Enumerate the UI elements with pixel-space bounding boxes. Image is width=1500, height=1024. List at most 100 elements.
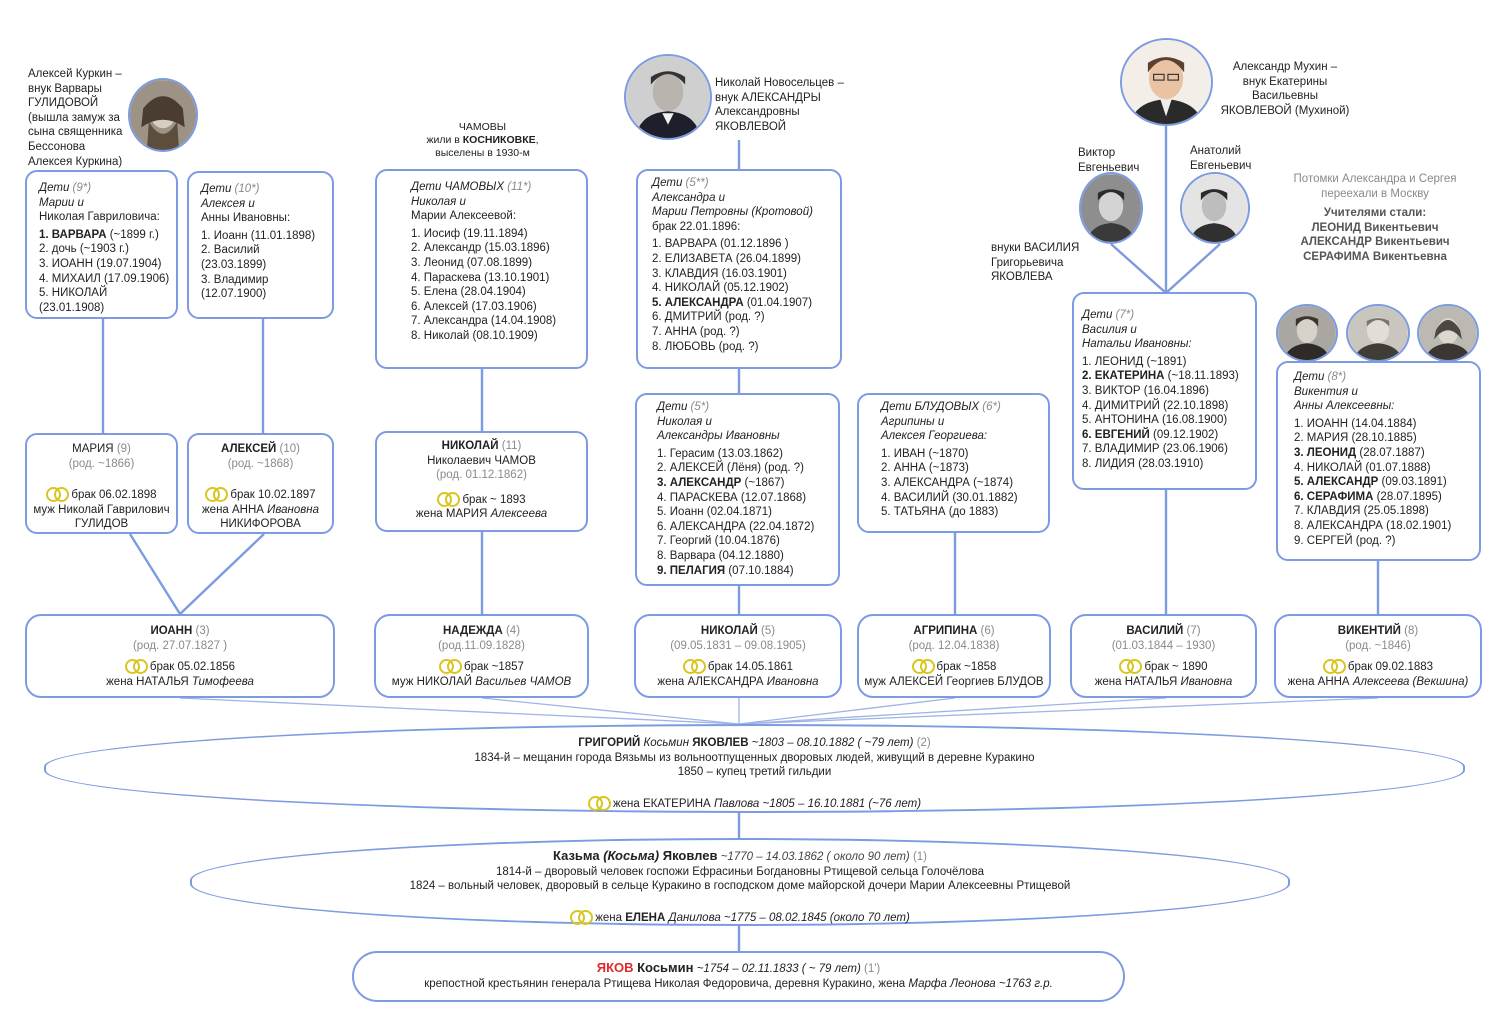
person-patronym: Николаевич ЧАМОВ [427,454,536,467]
caption-line: ЯКОВЛЕВА [991,271,1053,284]
person-name: ИОАНН [150,625,193,637]
spouse-part: жена НАТАЛЬЯ [106,675,192,688]
children-count: (7*) [1115,309,1135,321]
child-item: 1. ИОАНН (14.04.1884) [1294,417,1473,432]
children-parent-line: Анны Ивановны: [201,212,291,225]
child-details: (28.07.1887) [1356,446,1425,459]
person-born: (род. ~1846) [1345,639,1411,652]
person-dates: ~1754 – 02.11.1833 ( ~ 79 лет) [693,963,864,975]
child-details: 4. ДИМИТРИЙ (22.10.1898) [1082,399,1229,412]
child-item: 3. КЛАВДИЯ (16.03.1901) [652,267,834,282]
spouse-part: Васильев ЧАМОВ [475,675,572,688]
marriage-date: брак 06.02.1898 [71,489,157,502]
wedding-rings-icon [587,795,611,811]
spouse-line: жена АЛЕКСАНДРА Ивановна [636,675,840,690]
child-item: 7. КЛАВДИЯ (25.05.1898) [1294,504,1473,519]
caption-line: переехали в Москву [1321,187,1429,200]
person-born: (09.05.1831 – 09.08.1905) [670,639,806,652]
child-name: 5. АЛЕКСАНДРА [652,296,744,309]
child-item: 4. ДИМИТРИЙ (22.10.1898) [1082,399,1249,414]
bio-part: Марфа Леонова ~1763 г.р. [908,977,1053,990]
child-details: 1. ВАРВАРА (01.12.1896 ) [652,238,789,251]
caption-line: сына священника [28,126,123,139]
person-name-line: ВИКЕНТИЙ (8) [1276,624,1480,639]
caption-line: внук Екатерины [1242,75,1328,88]
child-item: 7. АННА (род. ?) [652,325,834,340]
caption-line: Александр Мухин – [1232,61,1338,73]
child-details: 2. АЛЕКСЕЙ (Лёня) (род. ?) [657,462,805,475]
child-name: 3. ЛЕОНИД [1294,446,1357,459]
caption-line: ЯКОВЛЕВОЙ [715,120,787,133]
kurkin-photo [128,78,198,152]
child-name: 6. СЕРАФИМА [1294,490,1374,503]
child-item: 7. Александра (14.04.1908) [411,314,580,329]
child-details: 4. ПАРАСКЕВА (12.07.1868) [657,491,807,504]
children-parent-line: Викентия и [1294,385,1358,398]
children-head: Дети [39,182,70,194]
child-details: 4. МИХАИЛ (17.09.1906) [39,272,170,285]
child-item: 1. Иоанн (11.01.1898) [201,229,326,244]
caption-line: Алексея Куркина) [28,155,123,168]
person-born: (род. ~1868) [227,457,294,470]
child-item: 2. Александр (15.03.1896) [411,241,580,256]
child-item: 5. ТАТЬЯНА (до 1883) [881,505,1042,520]
child-details: (~1867) [741,476,785,489]
caption-line: выселены в 1930-м [435,147,530,159]
person-title-line: ЯКОВ Косьмин ~1754 – 02.11.1833 ( ~ 79 л… [354,960,1123,977]
viktor-photo [1079,172,1143,244]
person-name-line: МАРИЯ (9) [27,442,176,457]
spouse-part: муж НИКОЛАЙ [391,675,476,688]
children-parent-line: Алексея Георгиева: [881,430,988,443]
marriage-date: брак ~ 1893 [462,493,526,506]
child-item: 5. АЛЕКСАНДРА (01.04.1907) [652,296,834,311]
caption-line: Потомки Александра и Сергея [1293,173,1457,185]
spouse-part: жена АННА [201,503,268,516]
marriage-line: брак 09.02.1883 [1276,658,1480,675]
caption-line: внук Варвары [28,82,102,95]
child-details: 2. МАРИЯ (28.10.1885) [1294,432,1417,445]
caption-line: внук АЛЕКСАНДРЫ [715,91,821,104]
child-details: 2. Василий (23.03.1899) [201,244,267,271]
marriage-date: брак 09.02.1883 [1347,661,1434,674]
novoseltsev-photo [624,54,712,140]
caption-line: Виктор [1078,147,1116,159]
children-count: (8*) [1327,371,1347,383]
person-name: Казьма [552,848,604,863]
child-details: (09.12.1902) [1149,428,1219,441]
caption-line: ЧАМОВЫ [458,121,507,133]
children-title: Дети (5**) [652,176,834,191]
marriage-line: брак ~ 1893 [377,491,586,508]
moscow-caption: Потомки Александра и Сергея переехали в … [1280,172,1470,265]
wife-part: ЕЛЕНА [625,911,666,924]
wife-line: жена ЕКАТЕРИНА Павлова ~1805 – 16.10.188… [46,795,1463,812]
anatoly-photo [1180,172,1250,244]
child-details: 8. ЛИДИЯ (28.03.1910) [1082,457,1204,470]
anatoly-caption: Анатолий Евгеньевич [1190,144,1260,173]
children-count: (5**) [685,177,709,189]
spouse-part: жена МАРИЯ [415,508,491,521]
spouse-line: жена НАТАЛЬЯ Ивановна [1072,675,1255,690]
person-surname: ЯКОВЛЕВ [692,737,749,749]
vnuki-vasiliya-caption: внуки ВАСИЛИЯ Григорьевича ЯКОВЛЕВА [991,241,1091,285]
mukhin-photo [1120,38,1213,126]
aleksandr-photo [1346,304,1410,362]
children-head: Дети ЧАМОВЫХ [411,181,505,193]
wife-part: Данилова ~1775 – 08.02.1845 (около 70 ле… [665,911,910,924]
person-title-line: Казьма (Косьма) Яковлев ~1770 – 14.03.18… [192,848,1288,865]
child-details: 3. Леонид (07.08.1899) [411,256,533,269]
marriage-line: брак ~1858 [859,658,1049,675]
children-count: (11*) [507,181,532,193]
child-details: 2. дочь (~1903 г.) [39,243,129,256]
child-details: 3. ИОАНН (19.07.1904) [39,257,162,270]
child-item: 9. СЕРГЕЙ (род. ?) [1294,534,1473,549]
spouse-line: жена НАТАЛЬЯ Тимофеева [27,675,333,690]
child-details: 2. ЕЛИЗАВЕТА (26.04.1899) [652,252,801,265]
child-details: 4. НИКОЛАЙ (01.07.1888) [1294,461,1431,474]
serafima-photo [1417,304,1479,362]
spouse-part: жена АННА [1287,675,1353,688]
leonid-photo [1276,304,1338,362]
